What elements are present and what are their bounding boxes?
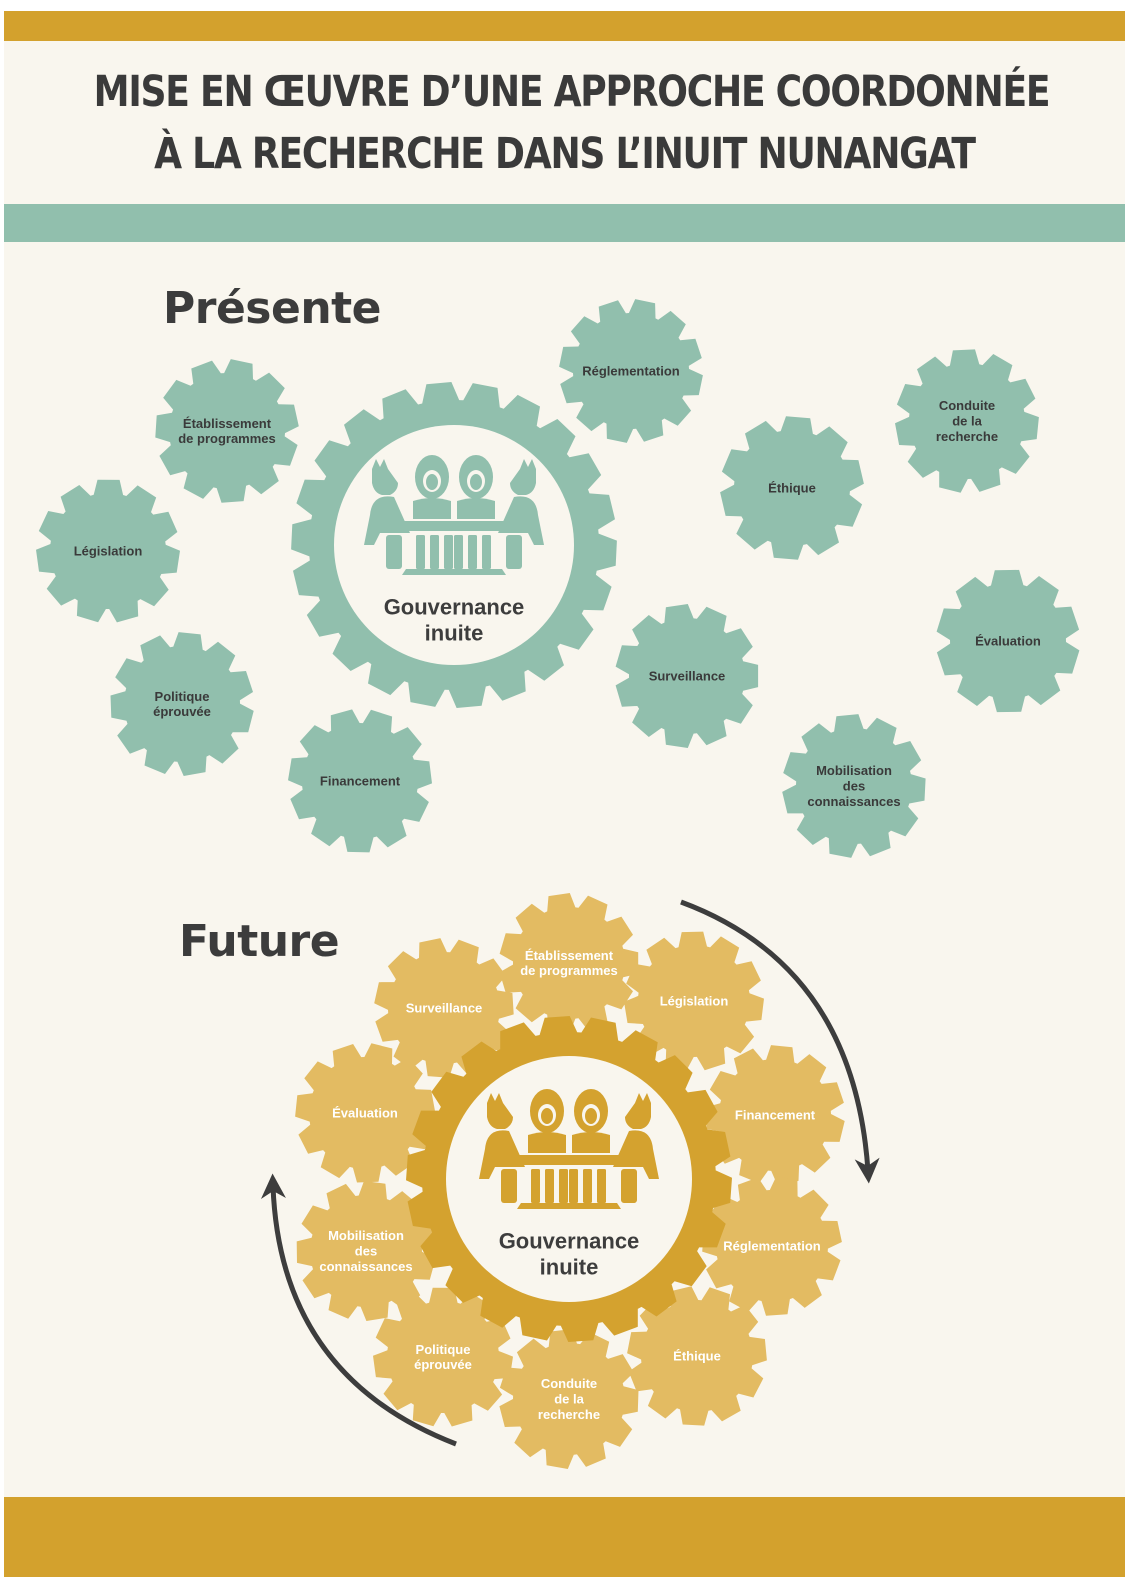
future-gear-conduite: [499, 1329, 639, 1469]
present-gear-financement: [288, 709, 432, 853]
present-gear-ethique: [720, 416, 864, 560]
future-center-label-2: inuite: [540, 1255, 599, 1280]
future-gear-label-ethique: Éthique: [673, 1349, 721, 1364]
poster: MISE EN ŒUVRE D’UNE APPROCHE COORDONNÉE …: [4, 11, 1125, 1577]
future-gear-reglementation: [702, 1176, 842, 1316]
present-center-label-1: Gouvernance: [384, 595, 525, 620]
future-gear-label-financement: Financement: [735, 1108, 816, 1123]
poster-title: MISE EN ŒUVRE D’UNE APPROCHE COORDONNÉE …: [93, 61, 1051, 185]
future-gear-politique: [373, 1287, 513, 1427]
future-gear-label-surveillance: Surveillance: [406, 1001, 483, 1016]
present-center-label-2: inuite: [425, 621, 484, 646]
present-gear-label-financement: Financement: [320, 774, 401, 789]
title-line-1: MISE EN ŒUVRE D’UNE APPROCHE COORDONNÉE: [93, 67, 1051, 117]
clockwise-arrow-left-icon: [260, 1173, 457, 1447]
top-gold-band: [4, 11, 1125, 41]
future-gear-etablissement: [499, 893, 639, 1033]
future-gear-evaluation: [295, 1043, 435, 1183]
future-gear-surveillance: [374, 938, 514, 1078]
present-heading: Présente: [163, 283, 382, 334]
future-gear-legislation: [624, 931, 764, 1071]
present-gear-surveillance: [615, 604, 759, 748]
present-gear-legislation: [36, 479, 180, 623]
future-heading: Future: [179, 916, 340, 967]
rotation-arrows: [260, 899, 880, 1447]
present-gear-politique: [110, 632, 254, 776]
gears-diagram: GouvernanceinuiteRéglementationÉtablisse…: [36, 299, 1080, 1469]
present-gear-label-reglementation: Réglementation: [582, 364, 680, 379]
title-line-2: À LA RECHERCHE DANS L’INUIT NUNANGAT: [154, 129, 976, 179]
present-gear-label-surveillance: Surveillance: [649, 669, 726, 684]
teal-divider-band: [4, 204, 1125, 242]
bottom-gold-band: [4, 1497, 1125, 1577]
future-gear-mobilisation: [296, 1181, 436, 1321]
present-gear-evaluation: [936, 569, 1080, 713]
present-gear-label-evaluation: Évaluation: [975, 634, 1041, 649]
future-center-label-1: Gouvernance: [499, 1229, 640, 1254]
present-gear-label-ethique: Éthique: [768, 481, 816, 496]
present-gear-reglementation: [559, 299, 703, 443]
future-gear-label-legislation: Législation: [660, 994, 729, 1009]
future-gear-label-evaluation: Évaluation: [332, 1106, 398, 1121]
present-gear-etablissement: [155, 359, 299, 503]
future-gear-label-reglementation: Réglementation: [723, 1239, 821, 1254]
future-gear-ethique: [627, 1286, 767, 1426]
future-gear-financement: [705, 1045, 845, 1185]
present-gear-label-legislation: Législation: [74, 544, 143, 559]
present-gear-mobilisation: [782, 714, 926, 858]
inuit-people-at-table-icon: [364, 455, 544, 575]
clockwise-arrow-right-icon: [680, 899, 880, 1184]
present-gear-conduite: [895, 349, 1039, 493]
inuit-people-at-table-icon: [479, 1089, 659, 1209]
